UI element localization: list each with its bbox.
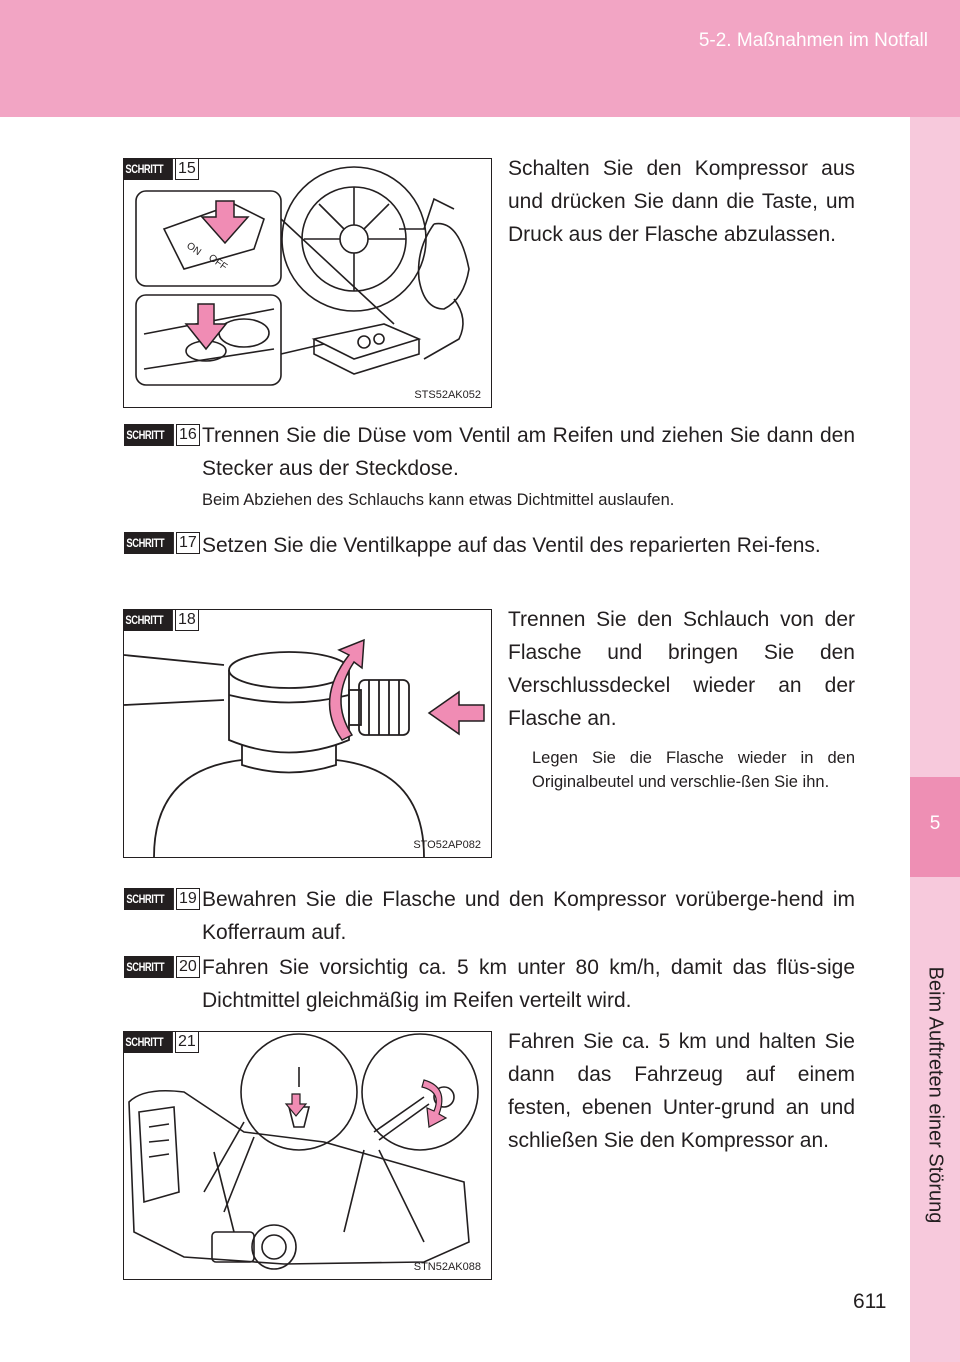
push-arrow-icon [427, 690, 485, 736]
step-17-text: Setzen Sie die Ventilkappe auf das Venti… [202, 534, 821, 557]
step-word: SCHRITT [123, 158, 173, 180]
chapter-tab [910, 777, 960, 877]
step-20-text: Fahren Sie vorsichtig ca. 5 km unter 80 … [202, 956, 855, 1012]
bottle-cap-illustration [124, 638, 485, 857]
chapter-number: 5 [929, 813, 941, 834]
press-arrow-icon [184, 303, 228, 351]
step-19-text: Bewahren Sie die Flasche und den Kompres… [202, 888, 855, 944]
step-word: SCHRITT [123, 609, 173, 631]
figure-code: STN52AK088 [413, 1261, 481, 1273]
rotate-arrow-icon [328, 638, 365, 741]
compressor-illustration: ON OFF [135, 166, 470, 386]
section-title: 5-2. Maßnahmen im Notfall [698, 30, 928, 51]
step-number: 21 [175, 1031, 199, 1053]
step-word: SCHRITT [123, 1031, 173, 1053]
step-21-text: Fahren Sie ca. 5 km und halten Sie dann … [508, 1030, 855, 1152]
step-word: SCHRITT [124, 888, 174, 910]
rotate-arrow-icon [421, 1079, 448, 1128]
figure-code: STO52AP082 [413, 839, 481, 851]
step-word: SCHRITT [124, 424, 174, 446]
press-arrow-icon [200, 200, 250, 245]
chapter-sidebar: 5 Beim Auftreten einer Störung [910, 117, 960, 1362]
step-16-note: Beim Abziehen des Schlauchs kann etwas D… [202, 491, 675, 509]
car-connection-illustration [128, 1033, 479, 1270]
step-number: 18 [175, 609, 199, 631]
step-word: SCHRITT [124, 532, 174, 554]
step-16-text: Trennen Sie die Düse vom Ventil am Reife… [202, 424, 855, 480]
switch-on-label: ON [184, 240, 203, 258]
chapter-title: Beim Auftreten einer Störung [924, 966, 947, 1224]
step-number: 16 [176, 424, 200, 446]
step-number: 19 [176, 888, 200, 910]
step-number: 20 [176, 956, 200, 978]
step-number: 17 [176, 532, 200, 554]
insert-arrow-icon [284, 1093, 308, 1117]
step-word: SCHRITT [124, 956, 174, 978]
step-18-note: Legen Sie die Flasche wieder in den Orig… [532, 749, 855, 791]
page-number: 611 [853, 1290, 887, 1313]
step-15-text: Schalten Sie den Kompressor aus und drüc… [508, 157, 855, 246]
step-18-text: Trennen Sie den Schlauch von der Flasche… [508, 608, 855, 730]
figure-code: STS52AK052 [414, 389, 481, 401]
page-header: 5-2. Maßnahmen im Notfall [0, 0, 960, 117]
step-number: 15 [175, 158, 199, 180]
switch-off-label: OFF [206, 252, 229, 272]
